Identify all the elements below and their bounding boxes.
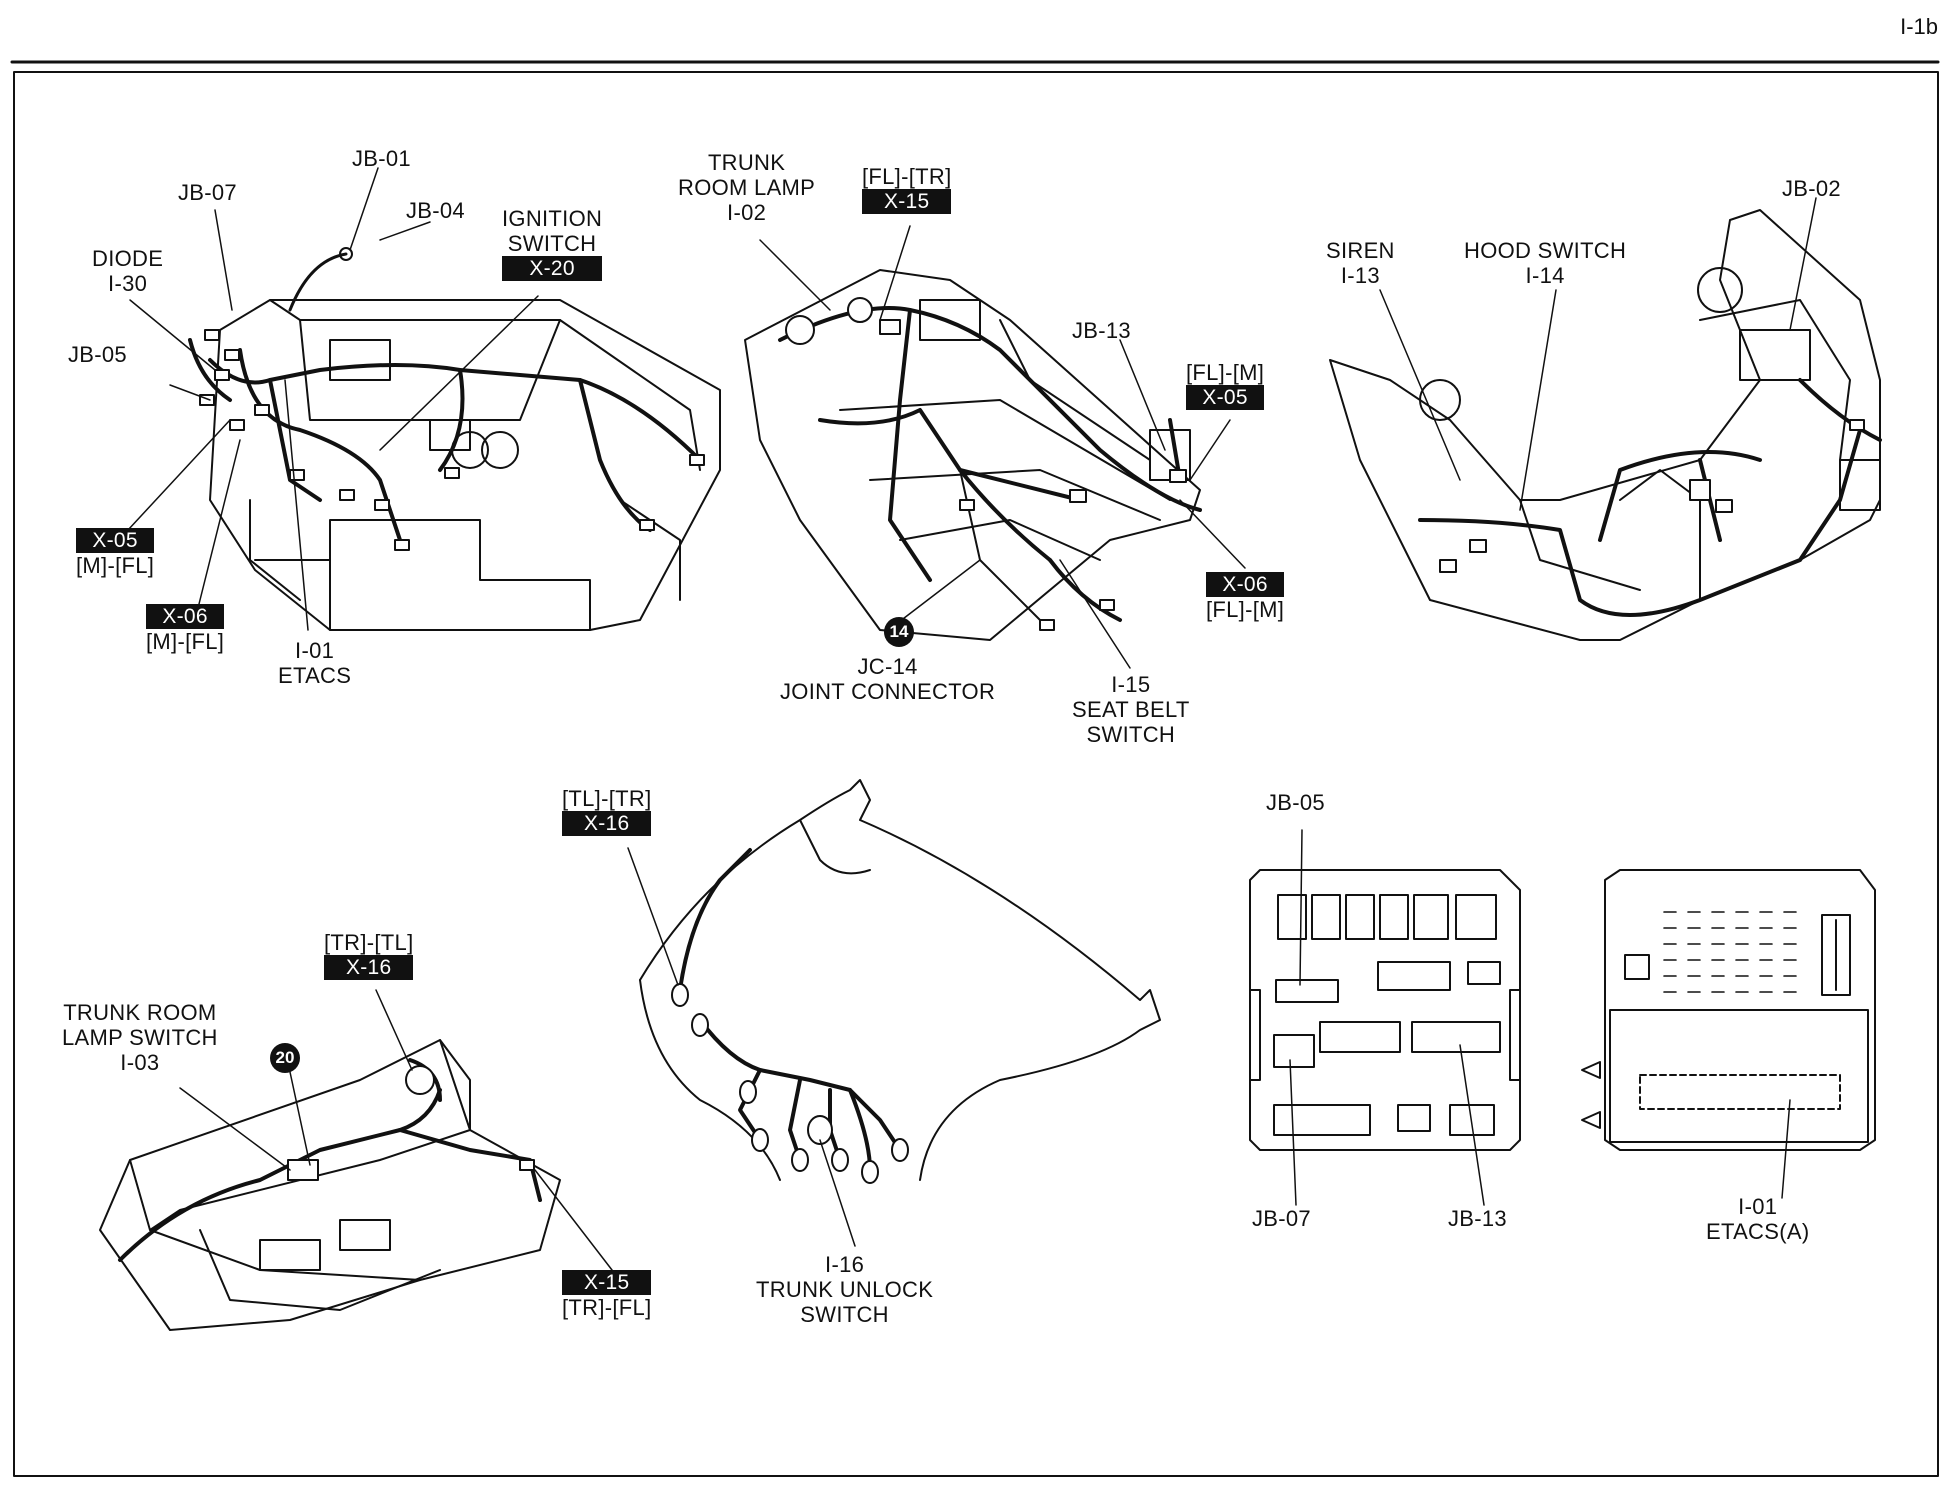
i15-line2: SEAT BELT xyxy=(1072,697,1190,722)
etacs-module-slots xyxy=(1663,911,1797,993)
siren-line2: I-13 xyxy=(1340,263,1380,288)
fl-tr-text: [FL]-[TR] xyxy=(862,164,952,189)
engine-room-leaders xyxy=(1379,197,1817,511)
i01a-line1: I-01 xyxy=(1738,1194,1778,1219)
trunk-room-leaders xyxy=(179,989,613,1271)
trunkroom-line2: ROOM LAMP xyxy=(678,175,816,200)
trunksw-line3: I-03 xyxy=(120,1050,160,1075)
tr-fl-text: [TR]-[FL] xyxy=(562,1295,652,1320)
trunk-lid-drawing xyxy=(639,779,1161,1181)
siren-line1: SIREN xyxy=(1326,238,1395,263)
i01-line2: ETACS xyxy=(278,663,352,688)
fl-m-bot-text: [FL]-[M] xyxy=(1206,597,1285,622)
tag-x16-left: X-16 xyxy=(324,955,414,980)
x05-left-sub: [M]-[FL] xyxy=(76,553,155,578)
label-fl-tr: [FL]-[TR] X-15 xyxy=(862,164,952,214)
instrument-panel-wiring xyxy=(188,338,702,542)
etacs-leader xyxy=(1781,1099,1791,1199)
tag-x15-bot: X-15 xyxy=(562,1270,652,1295)
label-jb04: JB-04 xyxy=(406,198,465,223)
junction-box-leaders xyxy=(1289,829,1485,1206)
tag-x16-mid: X-16 xyxy=(562,811,652,836)
label-x05-left: X-05 [M]-[FL] xyxy=(76,528,155,578)
instrument-panel-leaders xyxy=(127,167,539,631)
label-x06-mid: X-06 [FL]-[M] xyxy=(1206,572,1285,622)
label-ignition-switch: IGNITION SWITCH X-20 xyxy=(502,206,603,281)
engine-room-drawing xyxy=(1329,209,1881,641)
label-trunk-room-lamp-switch: TRUNK ROOM LAMP SWITCH I-03 xyxy=(62,1000,218,1075)
jc14-line1: JC-14 xyxy=(857,654,918,679)
hood-line2: I-14 xyxy=(1525,263,1565,288)
trunksw-line2: LAMP SWITCH xyxy=(62,1025,218,1050)
label-fl-m-top: [FL]-[M] X-05 xyxy=(1186,360,1265,410)
label-tr-tl: [TR]-[TL] X-16 xyxy=(324,930,414,980)
diode-line1: DIODE xyxy=(92,246,164,271)
x06-left-sub: [M]-[FL] xyxy=(146,629,225,654)
label-x06-left: X-06 [M]-[FL] xyxy=(146,604,225,654)
i01-line1: I-01 xyxy=(295,638,335,663)
junction-box-drawing xyxy=(1249,869,1521,1151)
tag-x15-top: X-15 xyxy=(862,189,952,214)
trunk-lid-wiring xyxy=(678,848,902,1172)
trunk-lid-connectors xyxy=(671,983,909,1184)
label-jb05-box: JB-05 xyxy=(1266,790,1325,815)
etacs-module-drawing xyxy=(1581,869,1876,1151)
i15-line1: I-15 xyxy=(1111,672,1151,697)
label-hood-switch: HOOD SWITCH I-14 xyxy=(1464,238,1626,288)
tag-x06-mid: X-06 xyxy=(1206,572,1285,597)
trunkroom-line3: I-02 xyxy=(727,200,767,225)
floor-harness-leaders xyxy=(759,225,1246,669)
engine-room-wiring xyxy=(1418,378,1882,617)
label-i15-seat-belt: I-15 SEAT BELT SWITCH xyxy=(1072,672,1190,747)
label-jb02: JB-02 xyxy=(1782,176,1841,201)
i01a-line2: ETACS(A) xyxy=(1706,1219,1810,1244)
trunk-room-drawing xyxy=(99,1039,561,1331)
label-jc14: JC-14 JOINT CONNECTOR xyxy=(780,654,995,704)
instrument-panel-connectors xyxy=(199,247,705,551)
label-jb13-box: JB-13 xyxy=(1448,1206,1507,1231)
label-trunk-room-lamp: TRUNK ROOM LAMP I-02 xyxy=(678,150,815,225)
label-i01-etacs: I-01 ETACS xyxy=(278,638,351,688)
diode-line2: I-30 xyxy=(108,271,148,296)
engine-room-connectors xyxy=(1439,419,1865,573)
tr-tl-text: [TR]-[TL] xyxy=(324,930,414,955)
trunkroom-line1: TRUNK xyxy=(707,150,786,175)
trunksw-line1: TRUNK ROOM xyxy=(63,1000,217,1025)
i16-line2: TRUNK UNLOCK xyxy=(756,1277,934,1302)
floor-harness-wiring xyxy=(778,306,1202,622)
label-diode: DIODE I-30 xyxy=(92,246,163,296)
i16-line3: SWITCH xyxy=(800,1302,889,1327)
label-tl-tr: [TL]-[TR] X-16 xyxy=(562,786,652,836)
ignition-line1: IGNITION xyxy=(502,206,603,231)
label-x15-bottom: X-15 [TR]-[FL] xyxy=(562,1270,652,1320)
circle-14: 14 xyxy=(884,617,914,647)
circle-20: 20 xyxy=(270,1043,300,1073)
trunk-room-connectors xyxy=(287,1065,535,1181)
fl-m-top-text: [FL]-[M] xyxy=(1186,360,1265,385)
tl-tr-text: [TL]-[TR] xyxy=(562,786,652,811)
page-id: I-1b xyxy=(1900,14,1938,39)
tag-x05-left: X-05 xyxy=(76,528,155,553)
tag-x06-left: X-06 xyxy=(146,604,225,629)
label-jb05-top: JB-05 xyxy=(68,342,127,367)
label-jb07-box: JB-07 xyxy=(1252,1206,1311,1231)
label-i16-trunk-unlock: I-16 TRUNK UNLOCK SWITCH xyxy=(756,1252,933,1327)
label-jb13-top: JB-13 xyxy=(1072,318,1131,343)
i15-line3: SWITCH xyxy=(1086,722,1176,747)
tag-x05-mid: X-05 xyxy=(1186,385,1265,410)
i16-line1: I-16 xyxy=(825,1252,865,1277)
label-i01-etacs-a: I-01 ETACS(A) xyxy=(1706,1194,1809,1244)
floor-harness-connectors xyxy=(785,297,1187,631)
label-jb07-top: JB-07 xyxy=(178,180,237,205)
trunk-lid-leaders xyxy=(627,847,856,1247)
label-siren: SIREN I-13 xyxy=(1326,238,1395,288)
tag-x20: X-20 xyxy=(502,256,603,281)
label-jb01: JB-01 xyxy=(352,146,411,171)
hood-line1: HOOD SWITCH xyxy=(1464,238,1627,263)
jc14-line2: JOINT CONNECTOR xyxy=(780,679,996,704)
ignition-line2: SWITCH xyxy=(507,231,597,256)
diagram-frame xyxy=(13,71,1939,1477)
